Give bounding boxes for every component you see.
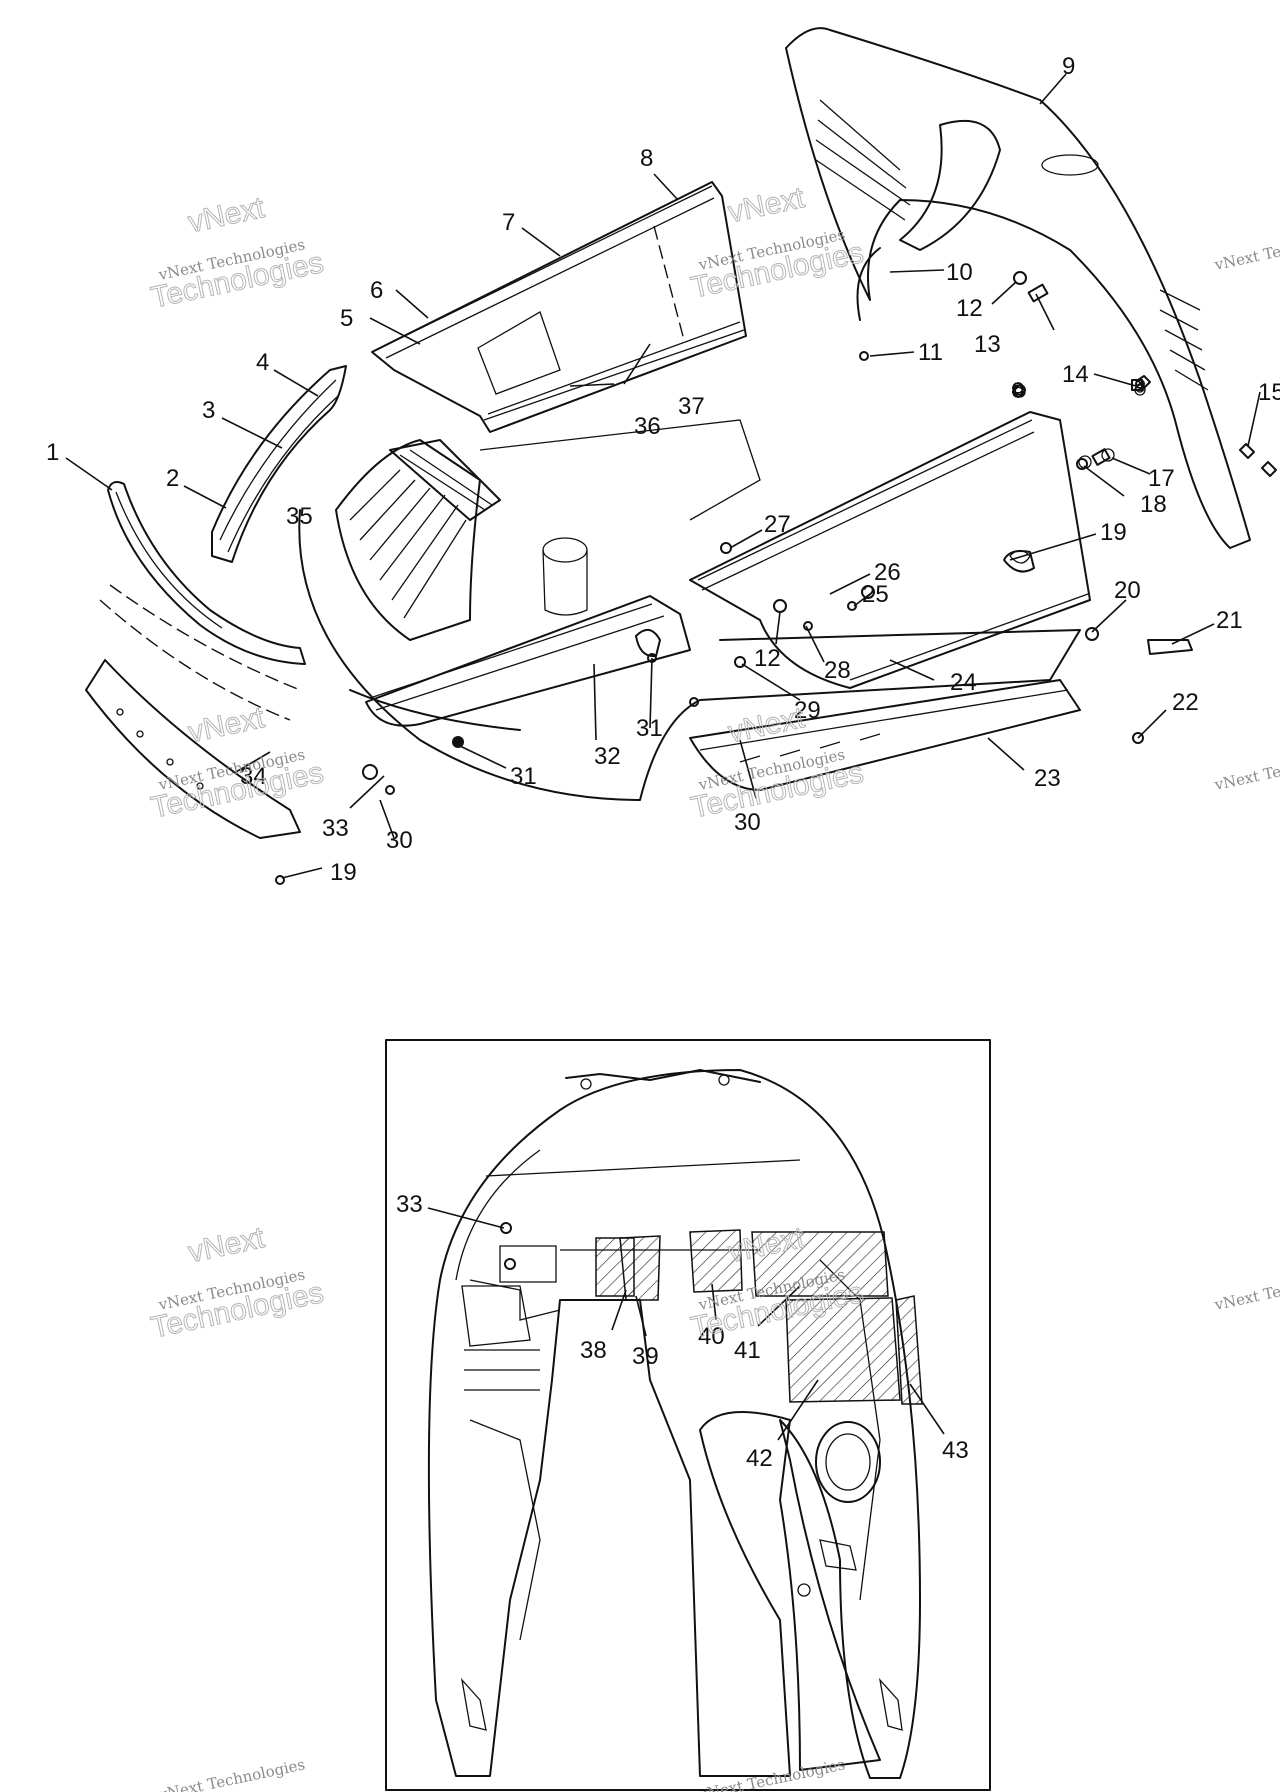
part-label: 31 — [636, 715, 663, 742]
part-label: 1 — [46, 439, 59, 466]
svg-text:vNext Technologies: vNext Technologies — [1212, 1265, 1280, 1314]
part-label: 43 — [942, 1437, 969, 1464]
part-label: 27 — [764, 511, 791, 538]
svg-text:vNext: vNext — [725, 701, 808, 749]
part-label: 17 — [1148, 465, 1175, 492]
inset-leader-lines — [427, 1207, 945, 1441]
svg-text:vNext Technologies: vNext Technologies — [1212, 745, 1280, 794]
part-label: 19 — [1100, 519, 1127, 546]
part-label: 31 — [510, 763, 537, 790]
part-label: 12 — [754, 645, 781, 672]
inset-details — [460, 1222, 903, 1731]
svg-text:vNext Technologies: vNext Technologies — [156, 1755, 306, 1792]
part-label: 30 — [386, 827, 413, 854]
part-label: 21 — [1216, 607, 1243, 634]
part-label: 19 — [330, 859, 357, 886]
part-hood-body — [298, 509, 1081, 801]
watermark: vNext Technologies — [1212, 1265, 1280, 1314]
part-side-skirt — [689, 679, 1081, 791]
inset-view: 33 38 39 40 41 42 43 — [385, 1039, 991, 1791]
part-label: 41 — [734, 1337, 761, 1364]
part-label: 34 — [240, 763, 267, 790]
watermark: vNext vNext Technologies Technologies — [148, 1221, 327, 1346]
part-label: 8 — [640, 145, 653, 172]
part-label: 6 — [370, 277, 383, 304]
leader-lines — [65, 73, 1261, 879]
part-label: 4 — [256, 349, 269, 376]
part-side-panel — [689, 411, 1091, 689]
watermark: vNext Technologies — [156, 1755, 306, 1792]
svg-text:vNext Technologies: vNext Technologies — [696, 1755, 846, 1792]
part-label: 38 — [580, 1337, 607, 1364]
part-label: 2 — [166, 465, 179, 492]
part-label: 32 — [594, 743, 621, 770]
part-label: 14 — [1062, 361, 1089, 388]
part-windshield-strip — [211, 365, 347, 563]
part-label: 10 — [946, 259, 973, 286]
part-label: 13 — [974, 331, 1001, 358]
part-lower-rail — [365, 595, 691, 727]
part-label: 30 — [734, 809, 761, 836]
part-upper-panel — [371, 181, 747, 433]
watermark: vNext vNext Technologies Technologies — [148, 701, 327, 826]
part-label: 28 — [824, 657, 851, 684]
exploded-view — [85, 27, 1277, 885]
part-label: 42 — [746, 1445, 773, 1472]
watermark: vNext vNext Technologies Technologies — [148, 191, 327, 316]
part-label: 40 — [698, 1323, 725, 1350]
part-label: 15 — [1258, 379, 1280, 406]
watermark: vNext Technologies — [1212, 745, 1280, 794]
part-belly-pan — [427, 1069, 921, 1779]
inset-labels: 33 38 39 40 41 42 43 — [396, 1191, 969, 1472]
part-label: 29 — [794, 697, 821, 724]
part-label: 3 — [202, 397, 215, 424]
part-label: 18 — [1140, 491, 1167, 518]
part-label: 25 — [862, 581, 889, 608]
part-windscreen — [785, 27, 1251, 549]
watermark: vNext Technologies — [1212, 225, 1280, 274]
part-label: 24 — [950, 669, 977, 696]
svg-text:vNext: vNext — [185, 701, 268, 749]
watermarks: vNext vNext Technologies Technologies vN… — [148, 181, 1280, 1792]
part-label: 12 — [956, 295, 983, 322]
part-label: 33 — [322, 815, 349, 842]
fasteners — [275, 271, 1277, 885]
svg-text:vNext: vNext — [185, 191, 268, 239]
hatched-sections — [499, 1229, 923, 1405]
part-label: 23 — [1034, 765, 1061, 792]
svg-text:vNext: vNext — [185, 1221, 268, 1269]
part-label: 37 — [678, 393, 705, 420]
part-label: 36 — [634, 413, 661, 440]
part-label: 5 — [340, 305, 353, 332]
part-label: 22 — [1172, 689, 1199, 716]
part-label: 33 — [396, 1191, 423, 1218]
part-label: 20 — [1114, 577, 1141, 604]
part-label: 7 — [502, 209, 515, 236]
part-label: 35 — [286, 503, 313, 530]
part-label: 9 — [1062, 53, 1075, 80]
part-label: 11 — [918, 339, 943, 366]
part-front-pan — [85, 584, 301, 839]
part-label: 26 — [874, 559, 901, 586]
watermark: vNext vNext Technologies Technologies — [688, 181, 867, 306]
watermark: vNext Technologies — [696, 1755, 846, 1792]
svg-text:vNext Technologies: vNext Technologies — [1212, 225, 1280, 274]
part-bumper — [107, 481, 306, 665]
svg-text:vNext: vNext — [725, 181, 808, 229]
part-intake-grill — [335, 419, 761, 641]
upper-labels: 1 2 3 4 5 6 7 8 9 10 11 12 13 14 15 17 1… — [46, 53, 1280, 886]
part-label: 39 — [632, 1343, 659, 1370]
